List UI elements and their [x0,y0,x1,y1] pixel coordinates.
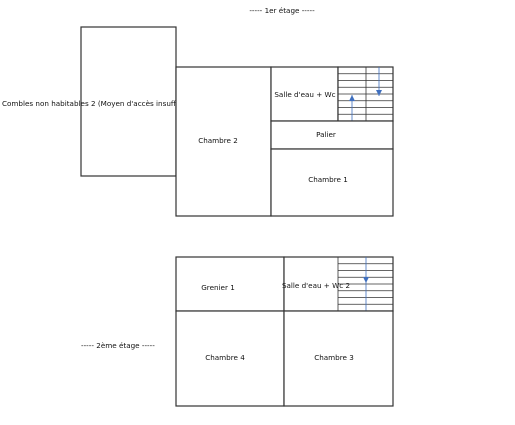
room-chambre-3-label: Chambre 3 [314,353,354,362]
room-salle-eau-1 [270,66,339,122]
floor-1-title: ----- 1er étage ----- [249,6,315,15]
room-chambre-2-label: Chambre 2 [198,136,238,145]
room-grenier-label: Grenier 1 [201,283,235,292]
floor-2-title: ----- 2ème étage ----- [81,341,155,350]
room-grenier [175,256,285,312]
room-combles [80,26,177,177]
room-chambre-1 [270,148,394,217]
staircase-2 [337,257,393,311]
arrow-down-icon [376,90,382,96]
room-salle-eau-1-label: Salle d'eau + Wc [274,90,335,99]
arrow-up-icon [349,95,355,101]
staircase-1-steps [338,73,393,115]
room-combles-label: Combles non habitables 2 (Moyen d'accès … [2,99,196,108]
staircase-1 [337,66,394,122]
room-chambre-1-label: Chambre 1 [308,175,348,184]
room-chambre-4-label: Chambre 4 [205,353,245,362]
room-chambre-2 [175,66,272,217]
floor-2: ----- 2ème étage ----- Grenier 1 Salle d… [81,256,394,407]
room-palier-label: Palier [316,130,336,139]
floor-1: ----- 1er étage ----- Combles non habita… [2,6,394,217]
arrow-down-icon [363,277,369,283]
room-salle-eau-2-label: Salle d'eau + Wc 2 [282,281,350,290]
room-chambre-3 [283,310,394,407]
